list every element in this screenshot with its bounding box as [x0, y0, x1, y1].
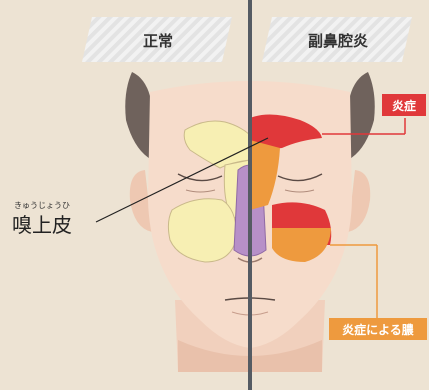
inflammation-label: 炎症: [392, 98, 416, 113]
center-divider: [248, 0, 252, 390]
header-normal-label: 正常: [143, 32, 173, 50]
pus-label: 炎症による膿: [342, 322, 415, 337]
epithelium-ruby: きゅうじょうひ: [14, 201, 70, 210]
header-sinusitis-label: 副鼻腔炎: [308, 32, 368, 50]
header-sinusitis: 副鼻腔炎: [262, 17, 412, 62]
header-normal: 正常: [82, 17, 232, 62]
epithelium-label: 嗅上皮: [12, 213, 72, 237]
